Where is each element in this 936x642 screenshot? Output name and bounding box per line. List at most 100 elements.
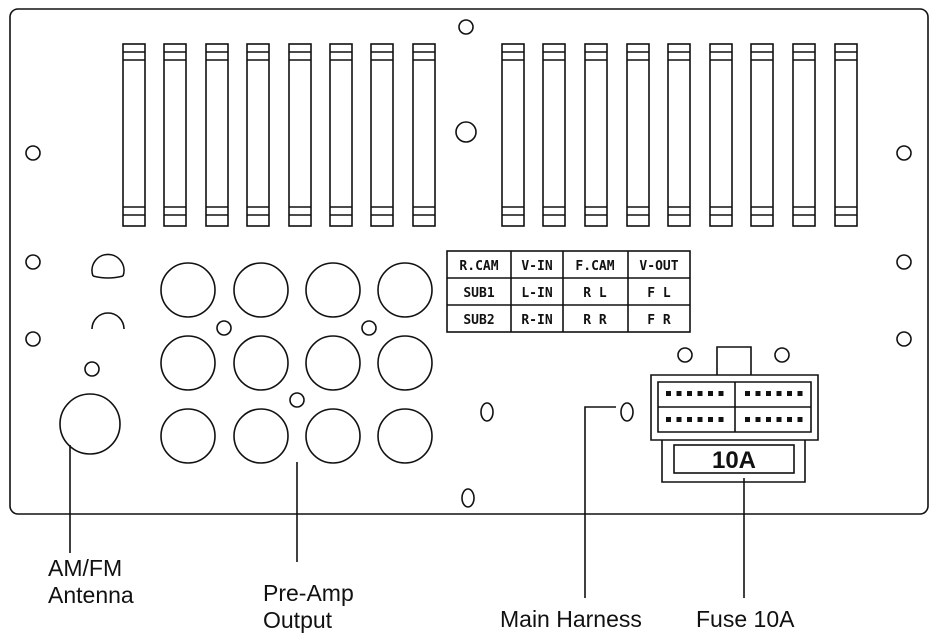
mounting-hole xyxy=(25,331,41,347)
knockout-lower xyxy=(91,312,125,330)
table-cell: R R xyxy=(583,313,607,328)
vent-slot xyxy=(205,43,229,227)
vent-slot xyxy=(329,43,353,227)
connector-pin xyxy=(687,391,692,396)
vent-slots-left xyxy=(122,43,436,227)
preamp-label-line2: Output xyxy=(263,607,333,633)
mounting-slot xyxy=(480,402,494,422)
harness-pointer-hole xyxy=(620,402,634,422)
rca-jack xyxy=(377,335,433,391)
mounting-hole xyxy=(455,121,477,143)
rca-jack xyxy=(377,408,433,464)
rear-panel xyxy=(9,8,929,515)
table-cell: V-IN xyxy=(521,259,552,274)
port-table-labels: R.CAM V-IN F.CAM V-OUT SUB1 L-IN R L F L… xyxy=(459,259,678,328)
connector-pins xyxy=(666,391,803,422)
mounting-hole xyxy=(896,331,912,347)
table-cell: F.CAM xyxy=(575,259,614,274)
vent-slot xyxy=(834,43,858,227)
small-hole xyxy=(84,361,100,377)
small-hole xyxy=(216,320,232,336)
fuse-label: Fuse 10A xyxy=(696,606,795,632)
vent-slot xyxy=(750,43,774,227)
knockout-upper xyxy=(91,253,125,277)
antenna-label: AM/FM Antenna xyxy=(48,555,134,609)
connector-pin xyxy=(776,417,782,422)
small-hole xyxy=(361,320,377,336)
connector-pin xyxy=(797,417,803,422)
vent-slots-right xyxy=(501,43,858,227)
connector-pin xyxy=(745,417,750,422)
connector-pin xyxy=(755,417,761,422)
connector-pin xyxy=(697,391,703,396)
fuse-rating-label: 10A xyxy=(712,447,756,474)
table-cell: V-OUT xyxy=(639,259,678,274)
vent-slot xyxy=(626,43,650,227)
connector-pin xyxy=(776,391,782,396)
rca-jack xyxy=(305,262,361,318)
vent-slot xyxy=(163,43,187,227)
table-cell: R-IN xyxy=(521,313,552,328)
connector-pin xyxy=(766,417,771,422)
main-harness-connector xyxy=(650,346,819,483)
connector-pin xyxy=(666,417,671,422)
table-cell: F R xyxy=(647,313,671,328)
antenna-label-line2: Antenna xyxy=(48,582,134,608)
vent-slot xyxy=(584,43,608,227)
connector-pin xyxy=(697,417,703,422)
table-cell: R.CAM xyxy=(459,259,498,274)
rca-jack xyxy=(160,408,216,464)
connector-pin xyxy=(797,391,803,396)
rca-jack xyxy=(160,262,216,318)
vent-slot xyxy=(792,43,816,227)
connector-pin xyxy=(766,391,771,396)
rca-jack xyxy=(377,262,433,318)
vent-slot xyxy=(709,43,733,227)
mounting-hole xyxy=(458,19,474,35)
preamp-label-line1: Pre-Amp xyxy=(263,580,354,606)
vent-slot xyxy=(122,43,146,227)
mounting-hole xyxy=(25,254,41,270)
knockout-upper-base xyxy=(92,275,124,279)
table-cell: L-IN xyxy=(521,286,552,301)
mounting-hole xyxy=(896,254,912,270)
pre-amp-rca-jacks xyxy=(160,262,433,464)
table-cell: SUB1 xyxy=(463,286,494,301)
preamp-label: Pre-Amp Output xyxy=(263,580,354,634)
fuse-slot xyxy=(673,444,795,474)
rca-jack xyxy=(305,408,361,464)
connector-pin xyxy=(666,391,671,396)
table-cell: SUB2 xyxy=(463,313,494,328)
connector-pin xyxy=(676,391,682,396)
vent-slot xyxy=(412,43,436,227)
connector-pin xyxy=(676,417,682,422)
connector-pin xyxy=(708,391,713,396)
connector-pin xyxy=(708,417,713,422)
connector-pin xyxy=(687,417,692,422)
vent-slot xyxy=(246,43,270,227)
connector-pin xyxy=(718,391,724,396)
mounting-slot xyxy=(461,488,475,508)
table-cell: F L xyxy=(647,286,671,301)
main-harness-label: Main Harness xyxy=(500,606,642,632)
small-hole xyxy=(677,347,693,363)
harness-callout-line xyxy=(584,406,616,598)
antenna-label-line1: AM/FM xyxy=(48,555,123,581)
small-hole xyxy=(289,392,305,408)
connector-pin xyxy=(787,417,792,422)
vent-slot xyxy=(370,43,394,227)
rca-jack xyxy=(233,408,289,464)
connector-pin xyxy=(745,391,750,396)
mounting-hole xyxy=(25,145,41,161)
rca-jack xyxy=(233,262,289,318)
rca-jack xyxy=(305,335,361,391)
am-fm-antenna-jack xyxy=(59,393,121,455)
port-table-grid xyxy=(446,250,691,333)
connector-pin xyxy=(718,417,724,422)
vent-slot xyxy=(501,43,525,227)
vent-slot xyxy=(542,43,566,227)
rca-jack xyxy=(233,335,289,391)
rca-jack xyxy=(160,335,216,391)
vent-slot xyxy=(288,43,312,227)
